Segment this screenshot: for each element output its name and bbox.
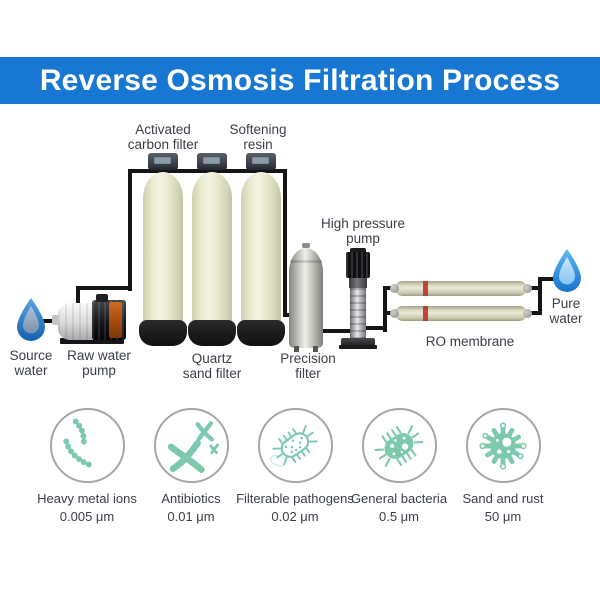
filterable-pathogens-icon bbox=[270, 424, 318, 467]
contaminant-size: 0.005 μm bbox=[59, 509, 115, 524]
contaminant-name: Filterable pathogens bbox=[236, 491, 354, 506]
membrane-red-band bbox=[423, 306, 428, 321]
valve-display bbox=[203, 157, 220, 164]
heavy-metal-ions-icon bbox=[63, 417, 93, 468]
vessel-flange bbox=[290, 260, 322, 263]
pipe-segment bbox=[363, 326, 387, 330]
pipe-segment bbox=[538, 277, 560, 281]
tank-body bbox=[143, 172, 183, 327]
ro-membrane-tube bbox=[390, 306, 532, 321]
tank-control-valve bbox=[197, 153, 227, 170]
hp-coupling bbox=[349, 278, 367, 288]
high-pressure-pump bbox=[339, 248, 377, 350]
pump-housing bbox=[58, 303, 96, 340]
general-bacteria-icon bbox=[374, 424, 424, 467]
tank-base bbox=[139, 320, 187, 346]
vessel-body bbox=[289, 248, 323, 348]
membrane-red-band bbox=[423, 281, 428, 296]
contaminant-size: 0.02 μm bbox=[271, 509, 319, 524]
hp-foot bbox=[339, 345, 377, 349]
label-pure-water: Pure water bbox=[549, 296, 583, 326]
tank-control-valve bbox=[148, 153, 178, 170]
pipe-segment bbox=[128, 169, 287, 173]
pump-base bbox=[60, 338, 124, 344]
contaminant-circle bbox=[49, 408, 125, 483]
valve-display bbox=[252, 157, 269, 164]
membrane-end-cap bbox=[523, 284, 532, 293]
pump-inlet-nozzle bbox=[52, 315, 60, 325]
pipe-segment bbox=[36, 319, 62, 323]
contaminant-circle bbox=[257, 408, 333, 483]
vessel-top-nut bbox=[302, 243, 310, 248]
label-source-water: Source water bbox=[9, 348, 53, 378]
page-title: Reverse Osmosis Filtration Process bbox=[39, 63, 561, 97]
pure-water-drop-icon bbox=[550, 248, 584, 299]
pipe-segment bbox=[310, 329, 350, 333]
pipe-segment bbox=[538, 277, 542, 315]
tank-body bbox=[241, 172, 281, 327]
precision-filter-vessel bbox=[289, 243, 323, 352]
contaminant-size: 0.01 μm bbox=[167, 509, 215, 524]
pipe-segment bbox=[76, 286, 132, 290]
pipe-segment bbox=[128, 169, 132, 291]
pump-junction-box bbox=[96, 294, 108, 302]
contaminant-sand-and-rust: Sand and rust 50 μm bbox=[433, 408, 573, 524]
sand-and-rust-icon bbox=[479, 421, 527, 470]
contaminant-circle bbox=[361, 408, 437, 483]
label-softening-resin: Softening resin bbox=[229, 122, 287, 152]
contaminant-size: 0.5 μm bbox=[378, 509, 419, 524]
pipe-segment bbox=[523, 311, 542, 315]
tank-softening-resin bbox=[237, 153, 285, 348]
antibiotics-icon bbox=[167, 420, 219, 473]
pipe-segment bbox=[383, 286, 387, 332]
pipe-segment bbox=[283, 169, 287, 317]
raw-water-pump bbox=[52, 294, 128, 346]
contaminant-name: Sand and rust bbox=[462, 491, 544, 506]
source-water-drop-icon bbox=[14, 297, 48, 348]
vessel-leg bbox=[294, 346, 299, 352]
label-raw-water-pump: Raw water pump bbox=[67, 348, 131, 378]
tank-base bbox=[188, 320, 236, 346]
tank-quartz-sand-filter bbox=[188, 153, 236, 348]
hp-motor-cap bbox=[350, 248, 366, 253]
valve-display bbox=[154, 157, 171, 164]
hp-motor bbox=[346, 252, 370, 278]
contaminant-circle bbox=[465, 408, 541, 483]
pipe-segment bbox=[76, 286, 80, 308]
contaminant-heavy-metal-ions: Heavy metal ions 0.005 μm bbox=[17, 408, 157, 524]
membrane-end-cap bbox=[390, 309, 399, 318]
label-precision-filter: Precision filter bbox=[280, 351, 336, 381]
membrane-end-cap bbox=[523, 309, 532, 318]
hp-base bbox=[341, 338, 375, 346]
tank-base bbox=[237, 320, 285, 346]
contaminant-name: Antibiotics bbox=[161, 491, 221, 506]
contaminant-filterable-pathogens: Filterable pathogens 0.02 μm bbox=[225, 408, 365, 524]
header-banner: Reverse Osmosis Filtration Process bbox=[0, 57, 600, 104]
label-high-pressure-pump: High pressure pump bbox=[320, 216, 406, 246]
contaminant-circle bbox=[153, 408, 229, 483]
pump-copper-band bbox=[109, 302, 122, 338]
membrane-end-cap bbox=[390, 284, 399, 293]
pipe-segment bbox=[523, 286, 542, 290]
ro-membrane-tube bbox=[390, 281, 532, 296]
tank-body bbox=[192, 172, 232, 327]
hp-stage-column bbox=[350, 288, 366, 338]
label-activated-carbon-filter: Activated carbon filter bbox=[127, 122, 199, 152]
contaminant-antibiotics: Antibiotics 0.01 μm bbox=[121, 408, 261, 524]
label-ro-membrane: RO membrane bbox=[425, 334, 515, 349]
contaminant-general-bacteria: General bacteria 0.5 μm bbox=[329, 408, 469, 524]
contaminant-name: Heavy metal ions bbox=[37, 491, 137, 506]
contaminant-size: 50 μm bbox=[484, 509, 522, 524]
label-quartz-sand-filter: Quartz sand filter bbox=[182, 351, 242, 381]
vessel-leg bbox=[313, 346, 318, 352]
contaminant-name: General bacteria bbox=[350, 491, 448, 506]
tank-activated-carbon-filter bbox=[139, 153, 187, 348]
tank-control-valve bbox=[246, 153, 276, 170]
